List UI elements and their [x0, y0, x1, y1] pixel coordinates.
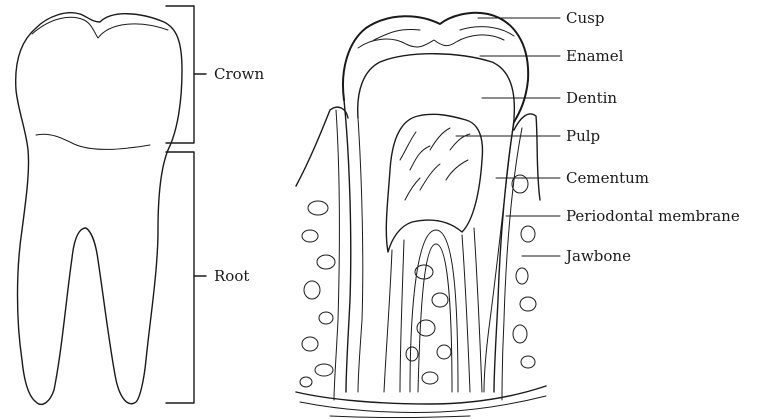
cemento-enamel-junction — [36, 134, 150, 149]
periodontal-left — [334, 110, 339, 400]
crown-cusp-line — [32, 17, 168, 38]
label-enamel: Enamel — [566, 47, 624, 65]
label-jawbone: Jawbone — [564, 247, 631, 265]
leader-lines — [456, 18, 560, 256]
root-label: Root — [214, 267, 249, 285]
label-cementum: Cementum — [566, 169, 649, 187]
dentin-wall-right — [484, 118, 514, 392]
external-tooth-outline — [16, 13, 182, 405]
crown-label: Crown — [214, 65, 265, 83]
dentin-outer — [358, 54, 515, 118]
label-periodontal-membrane: Periodontal membrane — [566, 207, 740, 225]
root-bracket — [166, 152, 206, 403]
cross-section-tooth — [296, 13, 546, 418]
root-outer-left — [344, 100, 351, 392]
jawbone-trabeculae — [300, 175, 536, 387]
crown-bracket — [166, 6, 206, 143]
dentin-wall-left — [358, 118, 363, 392]
jawbone-base — [296, 386, 546, 404]
root-outer-right — [494, 122, 514, 392]
periodontal-right — [502, 128, 522, 400]
label-pulp: Pulp — [566, 127, 600, 145]
pulp-nerves — [400, 128, 470, 200]
label-dentin: Dentin — [566, 89, 617, 107]
label-cusp: Cusp — [566, 9, 604, 27]
external-tooth — [16, 13, 182, 405]
gum-left — [296, 107, 348, 186]
gum-right — [514, 114, 540, 200]
